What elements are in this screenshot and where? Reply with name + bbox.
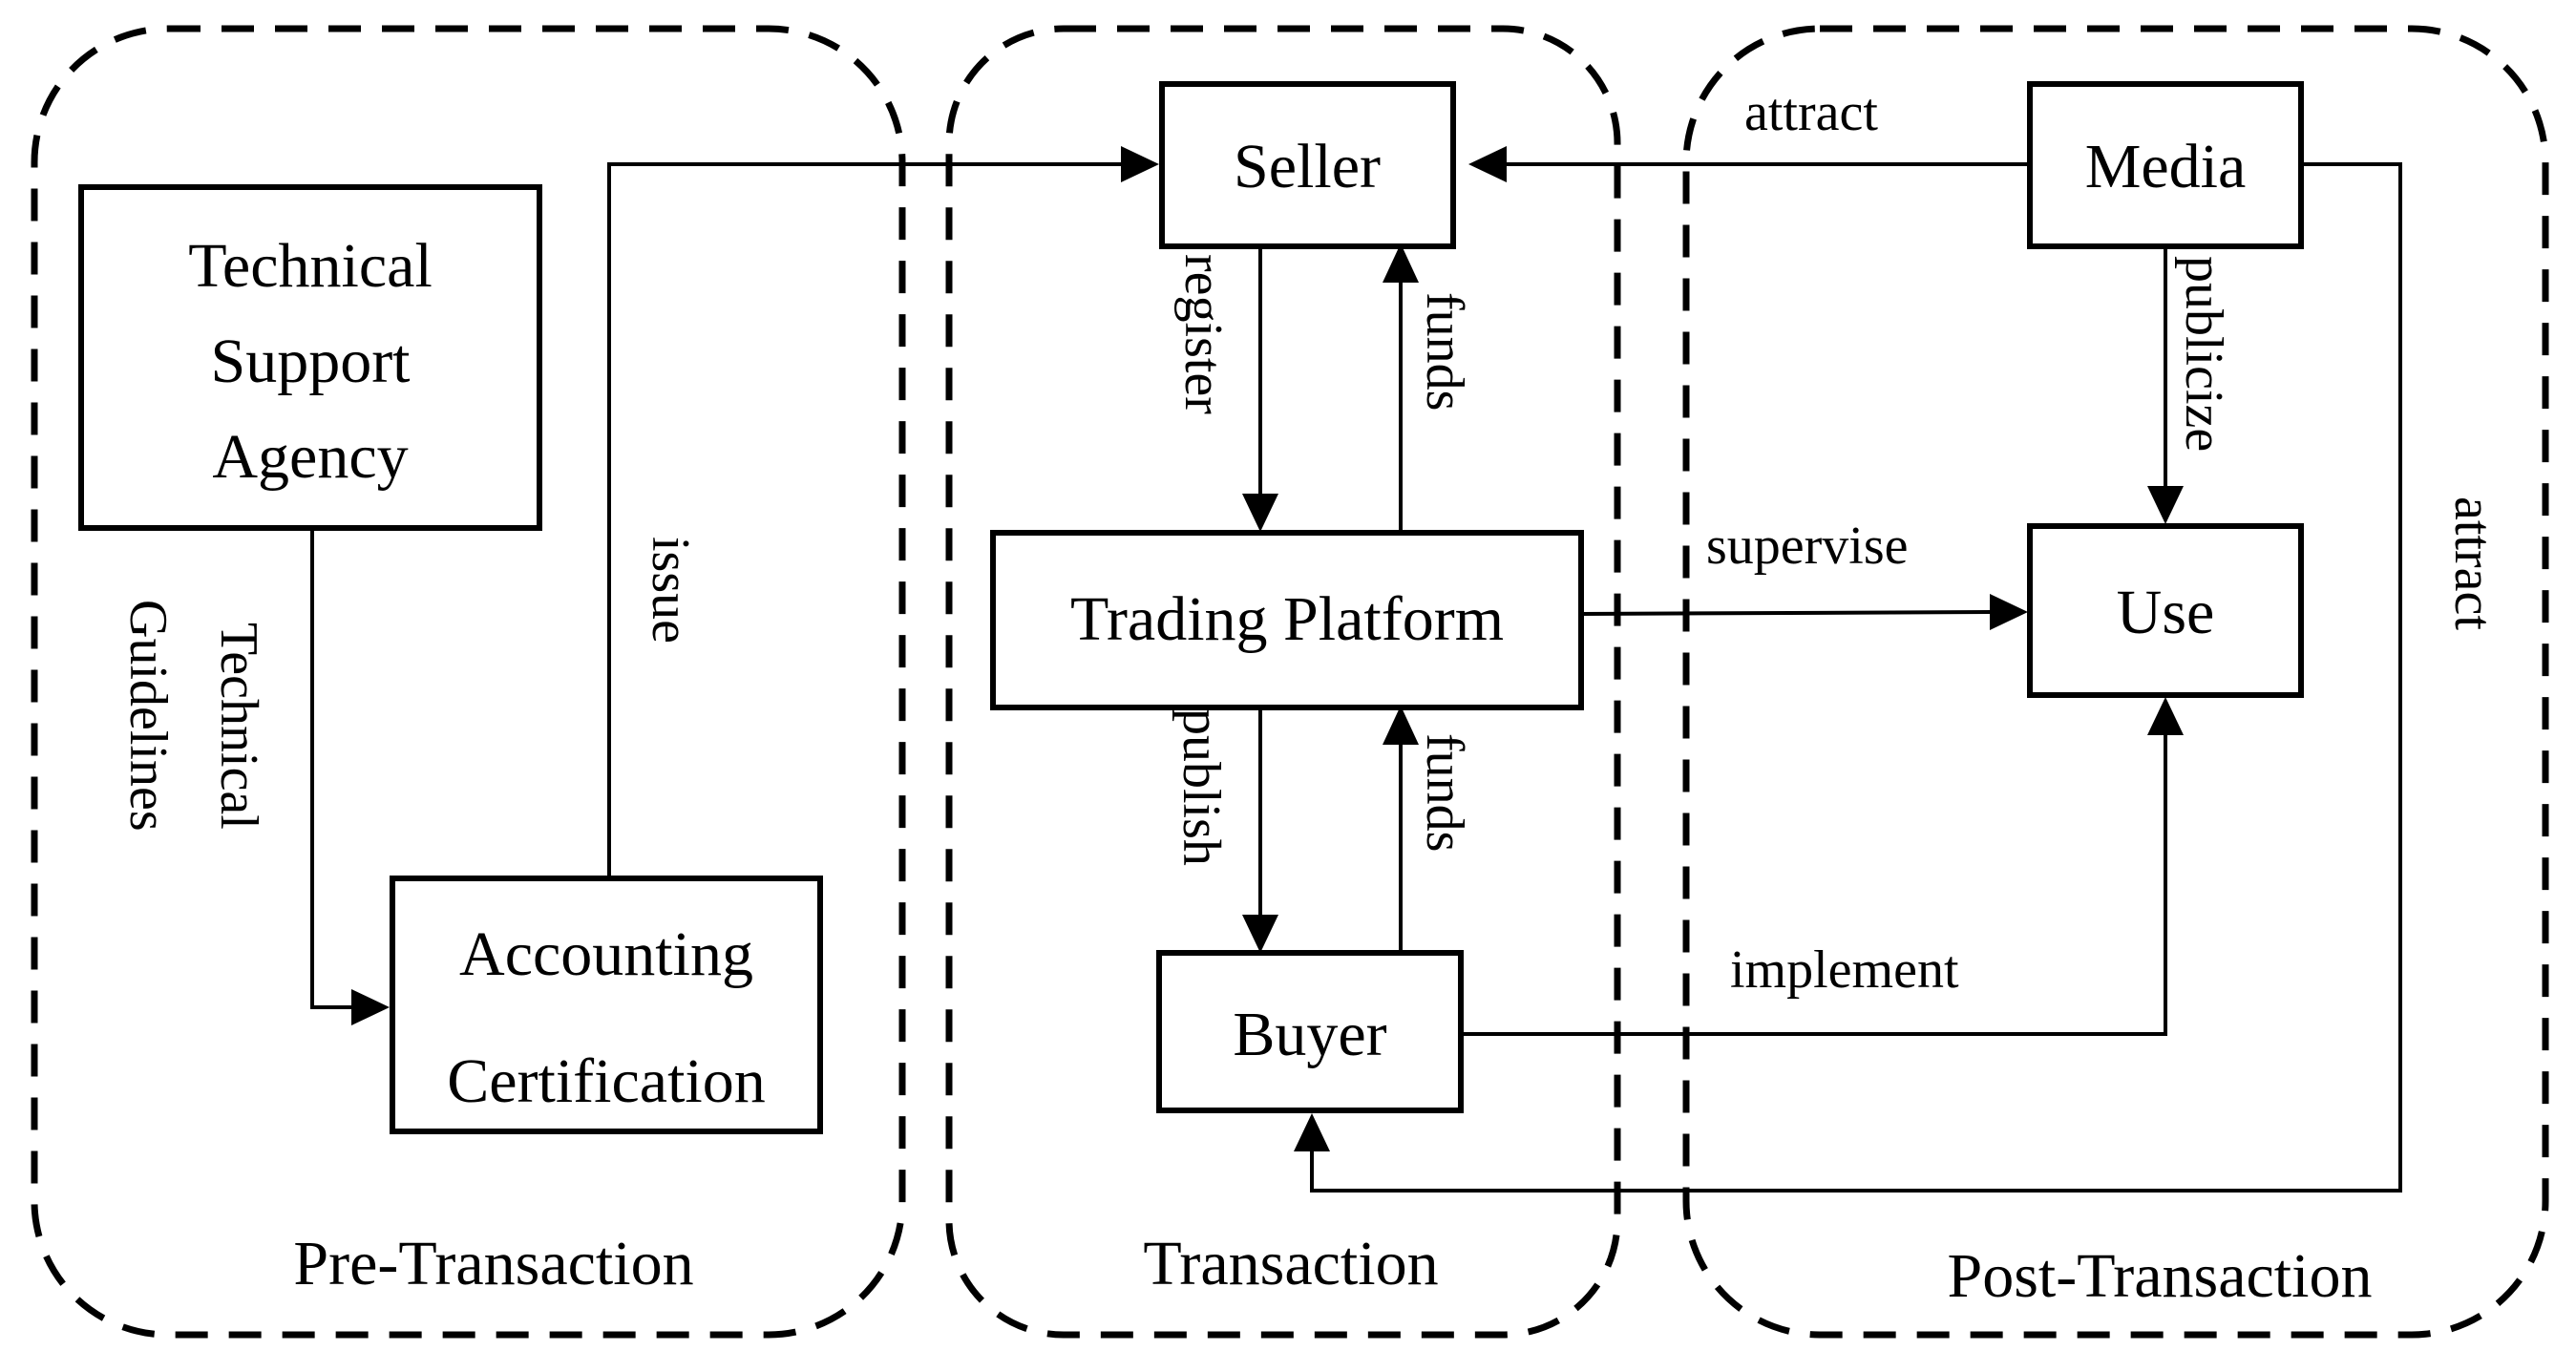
edge-label-guidelines: Guidelines	[118, 600, 178, 832]
arrowhead-funds-to-seller	[1383, 243, 1419, 283]
stage-label-post-transaction: Post-Transaction	[1948, 1241, 2373, 1311]
edge-technical-guidelines	[310, 528, 353, 1009]
edge-implement	[1461, 733, 2167, 1036]
buyer-label: Buyer	[1233, 1000, 1386, 1069]
arrowhead-supervise	[1990, 594, 2028, 630]
stage-label-pre-transaction: Pre-Transaction	[293, 1229, 693, 1298]
edge-label-supervise: supervise	[1706, 517, 1909, 576]
edge-label-publish: publish	[1172, 708, 1231, 866]
trading-platform-label: Trading Platform	[1070, 584, 1504, 654]
arrowhead-register	[1242, 494, 1278, 532]
arrowhead-technical-guidelines	[351, 989, 390, 1025]
edge-label-attract-seller: attract	[1744, 83, 1878, 142]
stage-label-transaction: Transaction	[1143, 1229, 1438, 1298]
use-label: Use	[2117, 578, 2215, 647]
arrowhead-publicize	[2147, 486, 2184, 524]
node-technical-support-agency: Technical Support Agency	[78, 184, 542, 531]
technical-support-agency-line-2: Support	[210, 327, 410, 396]
edge-label-implement: implement	[1730, 940, 1959, 1000]
node-seller: Seller	[1159, 81, 1456, 249]
transaction-frame	[945, 25, 1621, 1339]
node-accounting-certification: Accounting Certification	[390, 876, 823, 1134]
edge-label-funds-to-seller: funds	[1415, 292, 1474, 411]
edge-label-issue: issue	[641, 537, 700, 644]
post-transaction-frame	[1682, 25, 2549, 1339]
technical-support-agency-line-3: Agency	[212, 422, 408, 492]
edge-supervise	[1580, 610, 1993, 616]
edge-label-technical: Technical	[209, 623, 268, 830]
accounting-certification-line-1: Accounting	[459, 919, 753, 989]
arrowhead-implement	[2147, 697, 2184, 735]
pre-transaction-frame	[31, 25, 906, 1339]
node-use: Use	[2027, 523, 2304, 698]
arrowhead-issue	[1121, 146, 1159, 182]
node-trading-platform: Trading Platform	[990, 530, 1584, 710]
node-media: Media	[2027, 81, 2304, 249]
accounting-certification-line-2: Certification	[447, 1046, 766, 1116]
seller-label: Seller	[1234, 132, 1381, 201]
edge-attract-buyer	[1310, 162, 2402, 1193]
arrowhead-funds-from-buyer	[1383, 706, 1419, 745]
arrowhead-attract-buyer	[1294, 1113, 1330, 1151]
edge-label-publicize: publicize	[2174, 256, 2233, 452]
media-label: Media	[2085, 132, 2247, 201]
edge-issue	[607, 162, 1123, 878]
arrowhead-publish	[1242, 915, 1278, 953]
arrowhead-attract-seller	[1468, 146, 1507, 182]
edge-label-register: register	[1173, 254, 1233, 414]
edge-label-attract-buyer: attract	[2443, 496, 2502, 630]
node-buyer: Buyer	[1156, 950, 1464, 1113]
edge-label-funds-from-buyer: funds	[1415, 733, 1474, 852]
technical-support-agency-line-1: Technical	[188, 231, 433, 301]
